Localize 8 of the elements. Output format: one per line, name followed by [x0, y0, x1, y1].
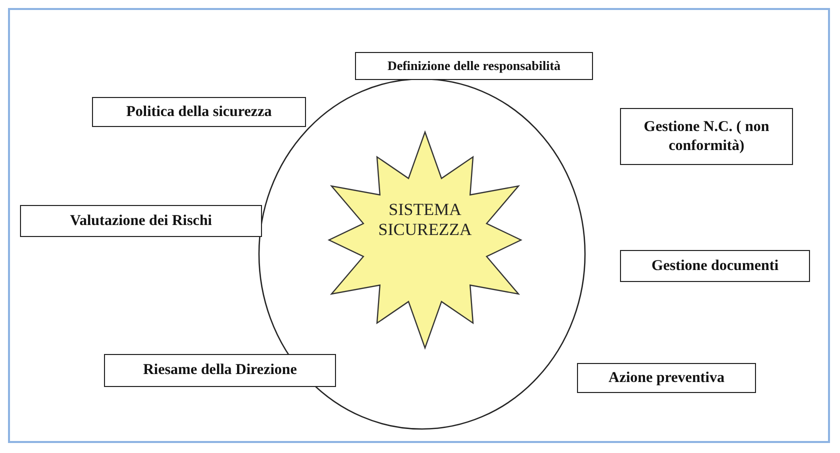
- center-title: SISTEMA SICUREZZA: [377, 200, 473, 241]
- text-box: Definizione delle responsabilità: [355, 52, 593, 80]
- text-box: Politica della sicurezza: [92, 97, 306, 127]
- text-box: Valutazione dei Rischi: [20, 205, 262, 237]
- text-box: Riesame della Direzione: [104, 354, 336, 387]
- text-box: Gestione documenti: [620, 250, 810, 282]
- text-box: Gestione N.C. ( non conformità): [620, 108, 793, 165]
- text-box: Azione preventiva: [577, 363, 756, 393]
